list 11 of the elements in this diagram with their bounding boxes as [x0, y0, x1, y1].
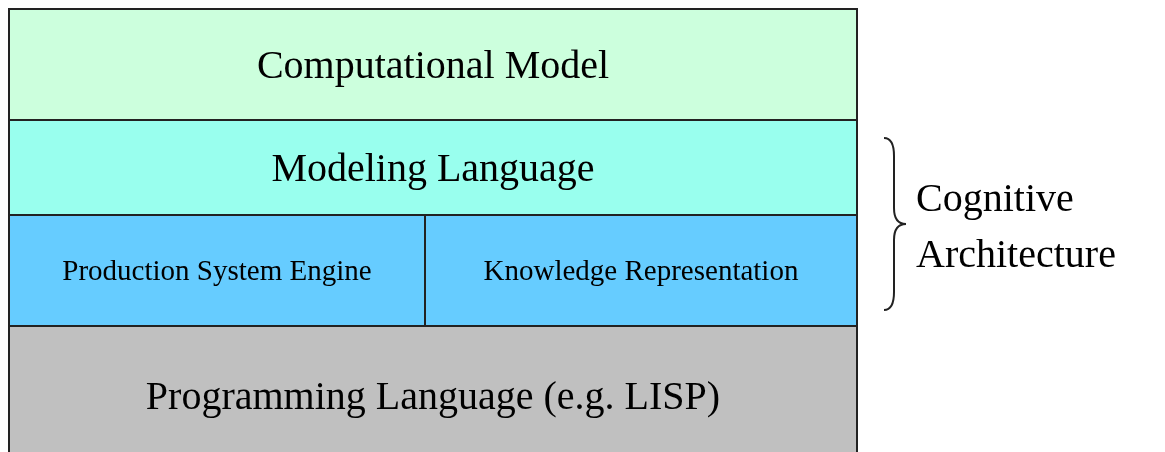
layer-label: Programming Language (e.g. LISP): [145, 371, 721, 419]
layer-box: [8, 325, 858, 452]
bracket-label: Cognitive Architecture: [916, 174, 1117, 278]
layer-label: Production System Engine: [61, 252, 373, 288]
layer-label: Knowledge Representation: [482, 252, 800, 288]
layer-label: Modeling Language: [271, 144, 595, 191]
layer-box: [8, 8, 858, 121]
layer-box: [8, 119, 858, 216]
layer-box: [424, 214, 858, 327]
layer-box: [8, 214, 426, 327]
layer-label: Computational Model: [256, 41, 610, 88]
